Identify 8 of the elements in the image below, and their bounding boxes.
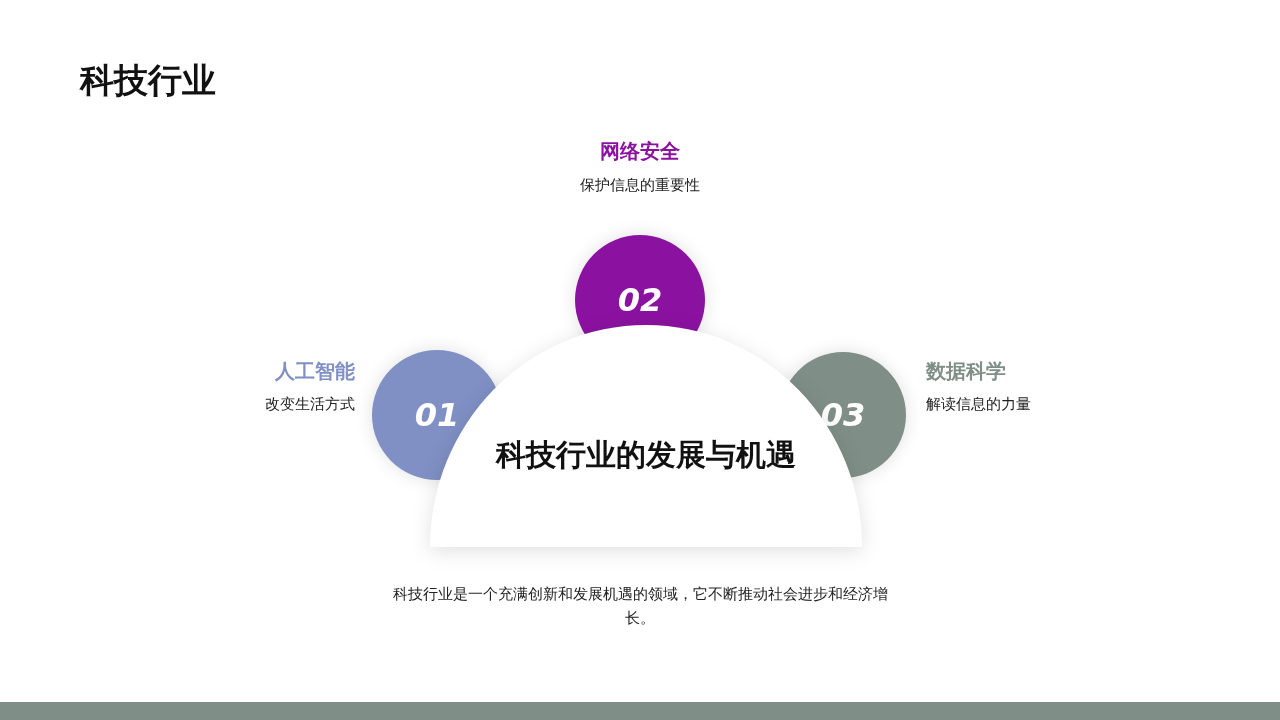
topic-description: 保护信息的重要性	[579, 176, 701, 195]
topic-description: 改变生活方式	[265, 395, 355, 414]
topic-heading: 数据科学	[926, 358, 1006, 385]
topic-heading: 人工智能	[275, 358, 355, 385]
caption-paragraph: 科技行业是一个充满创新和发展机遇的领域，它不断推动社会进步和经济增长。	[391, 584, 889, 629]
topic-heading: 网络安全	[599, 138, 681, 165]
slide-title: 科技行业	[80, 59, 216, 102]
topic-description: 解读信息的力量	[926, 395, 1031, 414]
